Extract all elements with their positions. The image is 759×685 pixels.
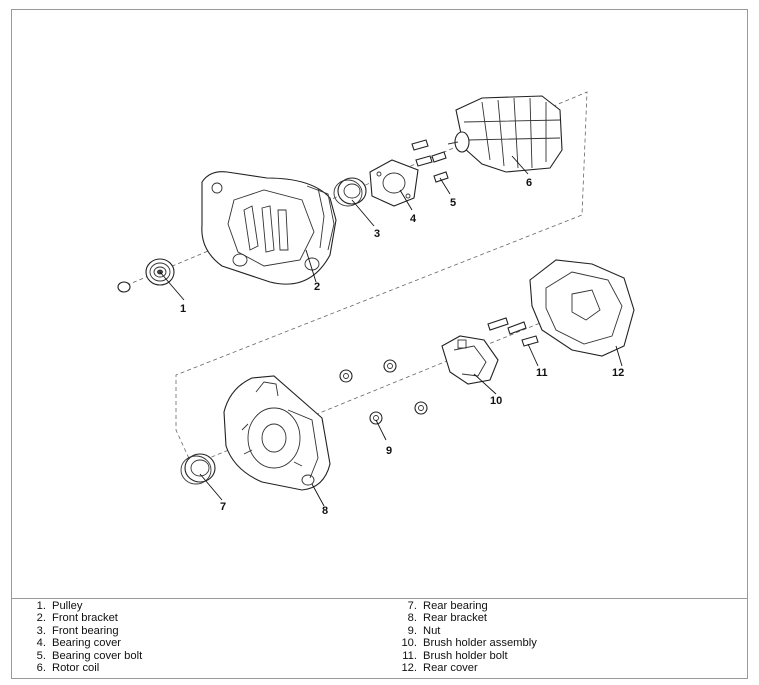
- callout-3: 3: [374, 228, 380, 240]
- rotor-coil-part: [447, 95, 563, 173]
- legend-item-label: Bearing cover bolt: [52, 649, 143, 662]
- legend-item-label: Rear cover: [423, 661, 478, 674]
- legend-item-number: 5.: [36, 649, 46, 662]
- legend-item-number: 12.: [401, 661, 417, 674]
- legend-item-number: 10.: [401, 637, 417, 650]
- rear-bearing-part: [180, 453, 216, 485]
- legend-column-left: 1. Pulley 2. Front bracket 3. Front bearing…: [24, 600, 143, 674]
- nut-part: [339, 359, 428, 425]
- legend-item: 7. Rear bearing: [395, 600, 537, 612]
- brush-holder-bolt-part: [487, 317, 539, 347]
- legend-item-label: Front bearing: [52, 624, 119, 637]
- legend-item: 1. Pulley: [24, 600, 142, 612]
- legend-item-number: 3.: [36, 624, 46, 637]
- front-bearing-part: [333, 177, 367, 207]
- exploded-view-diagram: 1 2 3 4 5 6 7 8 9 10 11 12: [117, 91, 635, 517]
- brush-holder-assembly-part: [441, 335, 499, 385]
- bearing-cover-bolt-part: [411, 139, 449, 183]
- callout-8: 8: [322, 505, 328, 517]
- legend-item-number: 2.: [36, 612, 46, 625]
- callout-5: 5: [450, 197, 456, 209]
- callout-1: 1: [180, 303, 186, 315]
- callout-labels: 1 2 3 4 5 6 7 8 9 10 11 12: [180, 177, 624, 517]
- parts-legend: 1. Pulley 2. Front bracket 3. Front bearing…: [12, 600, 747, 678]
- legend-item: 5. Bearing cover bolt: [24, 649, 143, 662]
- callout-12: 12: [612, 367, 624, 379]
- legend-item: 8. Rear bracket: [395, 612, 537, 624]
- legend-item-label: Front bracket: [52, 612, 118, 625]
- legend-item-number: 1.: [36, 600, 46, 612]
- legend-item-label: Bearing cover: [52, 637, 122, 650]
- legend-item-number: 7.: [407, 600, 417, 612]
- pulley-part: [117, 258, 175, 293]
- legend-item-number: 8.: [407, 612, 417, 625]
- rear-cover-part: [529, 259, 635, 357]
- callout-11: 11: [536, 367, 548, 379]
- callout-7: 7: [220, 501, 226, 513]
- legend-item-label: Rotor coil: [52, 661, 100, 674]
- legend-item-label: Rear bearing: [423, 600, 488, 612]
- legend-item: 3. Front bearing: [24, 625, 142, 637]
- rear-bracket-part: [223, 375, 331, 491]
- legend-item: 12. Rear cover: [395, 662, 537, 674]
- legend-item: 10. Brush holder assembly: [395, 637, 537, 650]
- front-bracket-part: [201, 171, 337, 285]
- callout-9: 9: [386, 445, 392, 457]
- legend-item: 11. Brush holder bolt: [395, 650, 537, 662]
- legend-item-label: Brush holder assembly: [423, 637, 537, 650]
- legend-item: 4. Bearing cover: [24, 637, 142, 649]
- callout-10: 10: [490, 395, 502, 407]
- legend-item-number: 9.: [407, 624, 417, 637]
- callout-6: 6: [526, 177, 532, 189]
- legend-divider: [12, 598, 747, 599]
- leader-lines: [159, 155, 623, 507]
- legend-item-number: 4.: [36, 637, 46, 650]
- legend-item-number: 6.: [36, 661, 46, 674]
- callout-2: 2: [314, 281, 320, 293]
- legend-item-label: Pulley: [52, 600, 83, 612]
- callout-4: 4: [410, 213, 417, 225]
- legend-item-label: Nut: [423, 624, 441, 637]
- bearing-cover-part: [369, 159, 419, 207]
- legend-item-label: Rear bracket: [423, 612, 488, 625]
- legend-column-right: 7. Rear bearing 8. Rear bracket 9. Nut 10. B…: [395, 600, 537, 674]
- diagram-frame: 1 2 3 4 5 6 7 8 9 10 11 12 1. Pulley 2. Fr…: [11, 9, 748, 679]
- legend-item-label: Brush holder bolt: [423, 649, 508, 662]
- legend-item-number: 11.: [402, 649, 417, 662]
- legend-item: 2. Front bracket: [24, 612, 142, 624]
- legend-item: 6. Rotor coil: [24, 662, 142, 674]
- legend-item: 9. Nut: [395, 625, 537, 637]
